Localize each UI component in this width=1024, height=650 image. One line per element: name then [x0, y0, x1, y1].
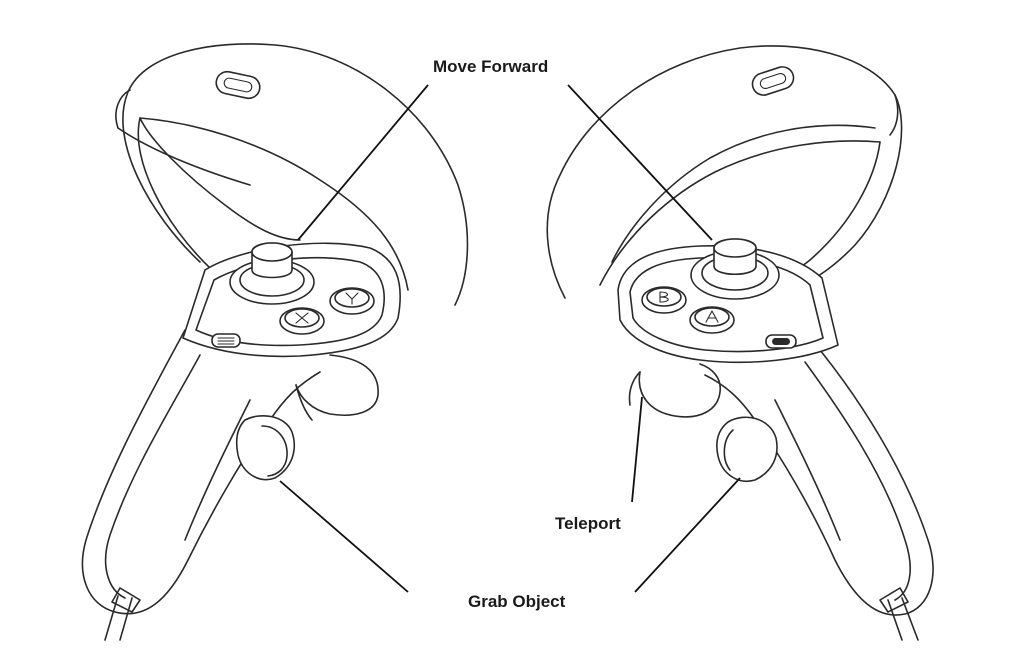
right-face-plate	[617, 245, 839, 364]
right-trigger	[638, 363, 722, 418]
left-tracking-ring-inner	[137, 117, 301, 269]
left-grip-button	[235, 414, 296, 481]
right-grip-button	[716, 416, 778, 482]
left-controller-icon	[81, 43, 469, 641]
right-tracking-ring	[546, 45, 903, 299]
move-forward-leader-right	[567, 84, 713, 241]
move-forward-leader-left	[297, 84, 429, 241]
grab-object-label: Grab Object	[468, 592, 566, 611]
grab-object-leader-left	[279, 480, 409, 593]
right-a-button	[689, 306, 735, 334]
move-forward-label: Move Forward	[433, 57, 549, 76]
right-b-button	[641, 286, 687, 314]
teleport-leader	[631, 396, 643, 503]
left-ring-logo-icon	[215, 70, 261, 100]
right-ring-logo-icon	[751, 66, 795, 96]
right-controller-icon	[546, 45, 934, 641]
left-x-button	[279, 307, 325, 335]
right-tracking-ring-inner	[611, 124, 876, 263]
teleport-label: Teleport	[555, 514, 621, 533]
left-tracking-ring	[122, 43, 469, 306]
left-trigger	[295, 354, 379, 416]
right-grip-body	[704, 349, 934, 616]
left-grip-body	[81, 329, 321, 615]
grab-object-leader-right	[634, 477, 741, 593]
